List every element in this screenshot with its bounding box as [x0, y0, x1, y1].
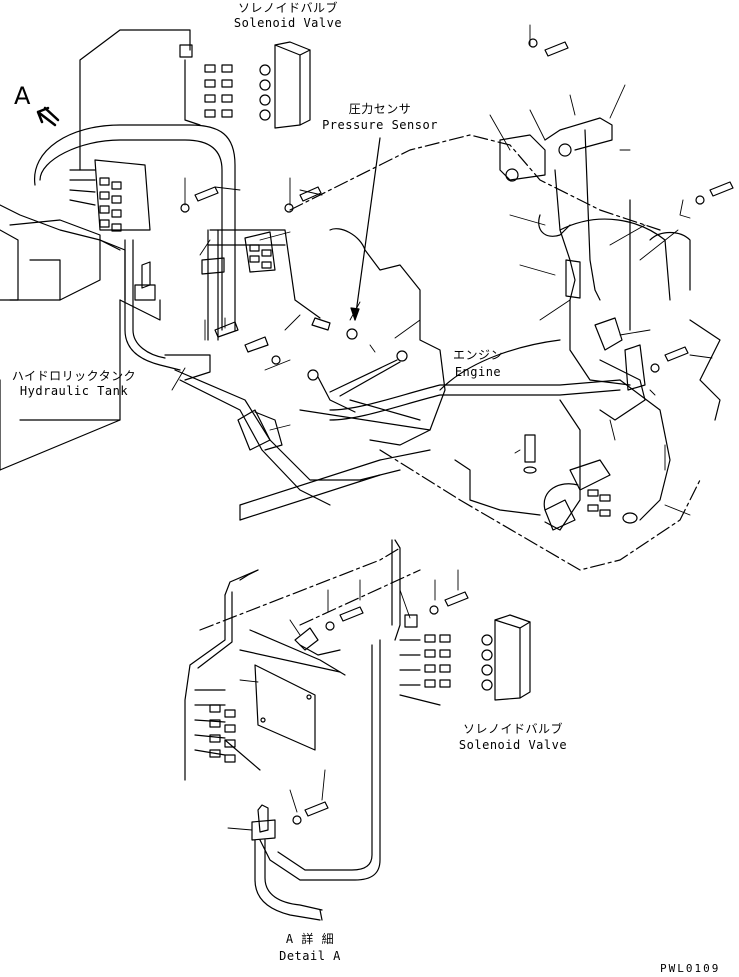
hydraulic-tank-label-jp: ハイドロリックタンク [11, 369, 137, 383]
leader-lines-top [171, 24, 713, 516]
detail-a-drawing [184, 539, 469, 921]
bolts [180, 38, 734, 474]
solenoid-valve-bottom-label-en: Solenoid Valve [458, 738, 568, 752]
frame-lower [239, 449, 431, 521]
solenoid-valve-bottom-label-jp: ソレノイドバルブ [462, 722, 563, 736]
leader-lines-detail [227, 569, 459, 831]
solenoid-valve-bottom [399, 614, 531, 706]
ground-straps [307, 350, 408, 413]
engine-label-jp: エンジン [452, 348, 503, 362]
pressure-sensor [201, 137, 381, 341]
detail-a-label-en: Detail A [279, 949, 341, 963]
engine-outline [289, 134, 701, 571]
detail-a-label-jp: A 詳 細 [285, 932, 335, 946]
drawing-code: PWL0109 [660, 962, 721, 975]
solenoid-valve-top [79, 29, 311, 171]
hydraulic-tank-label-en: Hydraulic Tank [19, 384, 129, 398]
pressure-sensor-label-en: Pressure Sensor [322, 118, 438, 132]
view-arrow [36, 106, 60, 127]
solenoid-valve-top-label-jp: ソレノイドバルブ [237, 1, 338, 15]
engine-label-en: Engine [454, 365, 502, 379]
view-marker-label: A [14, 82, 31, 110]
engine-body [299, 199, 721, 516]
hydraulic-tank [0, 204, 161, 471]
harness-engine [329, 117, 671, 531]
solenoid-valve-top-label-en: Solenoid Valve [233, 16, 343, 30]
pressure-sensor-label-jp: 圧力センサ [348, 102, 412, 116]
harness-left [34, 124, 401, 506]
